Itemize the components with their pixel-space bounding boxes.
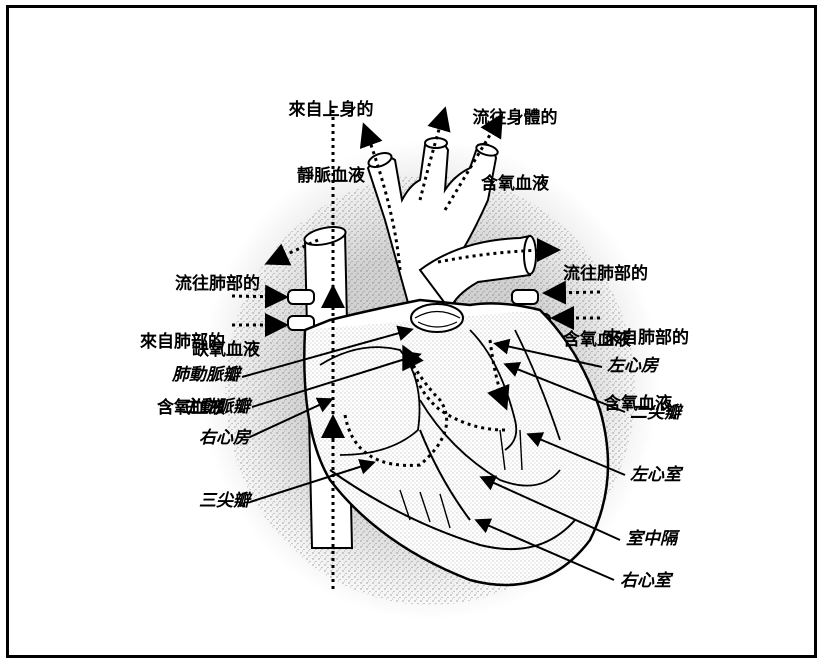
label-right-ventricle: 右心室: [620, 570, 671, 592]
label-aorta-out-line1: 流往身體的: [455, 107, 575, 129]
label-mitral-valve: 二尖瓣: [630, 402, 681, 424]
label-svc-venous-line2: 靜脈血液: [271, 165, 391, 187]
label-left-ventricle: 左心室: [630, 464, 681, 486]
label-right-atrium: 右心房: [135, 427, 250, 449]
label-svc-venous-line1: 來自上身的: [271, 99, 391, 121]
label-septum: 室中隔: [626, 528, 677, 550]
label-pa-out-right-line1: 流往肺部的: [563, 263, 683, 285]
label-left-atrium: 左心房: [607, 355, 658, 377]
label-aortic-valve: 主動脈瓣: [135, 396, 250, 418]
label-tricuspid-valve: 三尖瓣: [135, 490, 250, 512]
label-pv-in-left-line1: 來自肺部的: [105, 331, 225, 353]
label-aorta-out-line2: 含氧血液: [455, 173, 575, 195]
label-aorta-out: 流往身體的 含氧血液: [455, 63, 575, 217]
label-svc-venous: 來自上身的 靜脈血液: [271, 55, 391, 209]
label-pulmonary-valve: 肺動脈瓣: [125, 364, 240, 386]
label-pv-in-right-line1: 來自肺部的: [604, 327, 724, 349]
